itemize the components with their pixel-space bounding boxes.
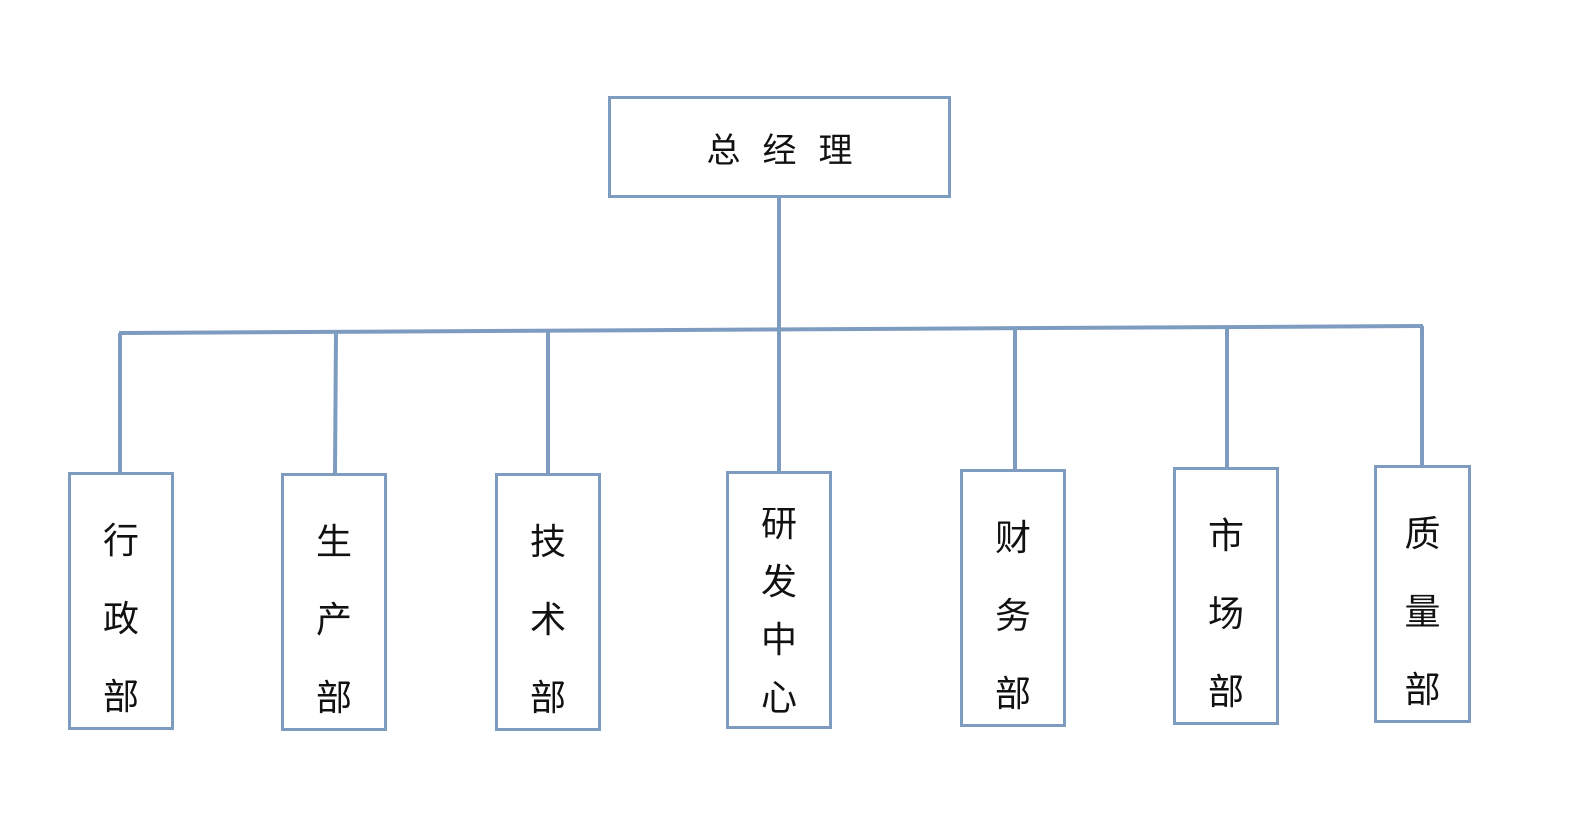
- dept-char: 政: [102, 599, 139, 640]
- dept-char: 量: [1404, 592, 1441, 633]
- dept-char: 部: [994, 674, 1031, 715]
- dept-char: 财: [994, 518, 1031, 559]
- branch-line-2: [333, 331, 338, 474]
- dept-box-production: 生 产 部: [281, 473, 387, 731]
- dept-box-quality: 质 量 部: [1374, 465, 1471, 723]
- dept-box-marketing: 市 场 部: [1173, 467, 1279, 725]
- dept-box-administration: 行 政 部: [68, 472, 174, 730]
- bus-line: [118, 324, 1424, 335]
- dept-char: 发: [760, 562, 797, 603]
- dept-char: 部: [1404, 670, 1441, 711]
- dept-char: 部: [529, 678, 566, 719]
- dept-char: 部: [102, 677, 139, 718]
- dept-char: 术: [529, 600, 566, 641]
- dept-char: 务: [994, 596, 1031, 637]
- general-manager-box: 总经理: [608, 96, 951, 198]
- dept-char: 质: [1404, 514, 1441, 555]
- dept-char: 行: [102, 521, 139, 562]
- dept-char: 部: [1207, 672, 1244, 713]
- general-manager-label: 总经理: [706, 130, 875, 171]
- dept-box-technology: 技 术 部: [495, 473, 601, 731]
- dept-char: 产: [315, 600, 352, 641]
- dept-char: 场: [1207, 594, 1244, 635]
- dept-char: 研: [760, 504, 797, 545]
- dept-box-finance: 财 务 部: [960, 469, 1066, 727]
- dept-char: 技: [529, 522, 566, 563]
- dept-char: 心: [760, 678, 797, 719]
- dept-char: 部: [315, 678, 352, 719]
- dept-char: 生: [315, 522, 352, 563]
- dept-char: 中: [760, 620, 797, 661]
- dept-char: 市: [1207, 516, 1244, 557]
- dept-box-rnd-center: 研 发 中 心: [726, 471, 832, 729]
